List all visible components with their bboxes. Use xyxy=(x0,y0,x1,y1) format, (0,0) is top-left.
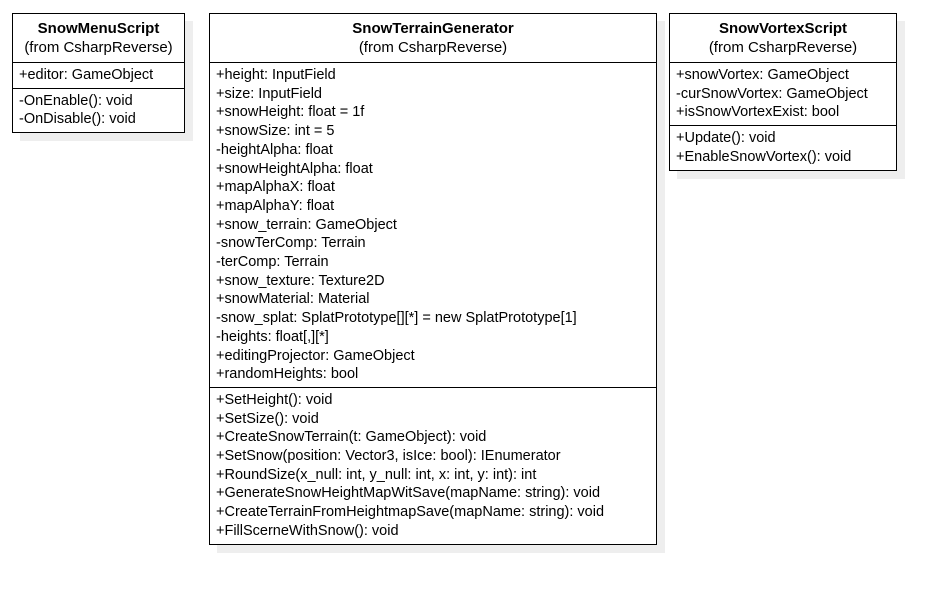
class-name: SnowTerrainGenerator xyxy=(352,20,514,37)
attribute: +snowHeightAlpha: float xyxy=(216,160,373,177)
attribute: +editingProjector: GameObject xyxy=(216,347,415,364)
attribute: +mapAlphaY: float xyxy=(216,197,335,214)
attribute: +snow_texture: Texture2D xyxy=(216,272,385,289)
operations-compartment: -OnEnable(): void -OnDisable(): void xyxy=(13,87,184,132)
attribute: +randomHeights: bool xyxy=(216,366,359,383)
class-snow-vortex-script[interactable]: SnowVortexScript (from CsharpReverse) +s… xyxy=(669,13,897,171)
attribute: +mapAlphaX: float xyxy=(216,179,335,196)
attribute: +isSnowVortexExist: bool xyxy=(676,104,840,121)
class-header: SnowVortexScript (from CsharpReverse) xyxy=(670,14,896,63)
class-name: SnowMenuScript xyxy=(37,20,160,37)
class-stereotype: (from CsharpReverse) xyxy=(358,39,508,56)
attributes-compartment: +height: InputField +size: InputField +s… xyxy=(210,63,656,387)
operation: -OnDisable(): void xyxy=(19,111,136,128)
attribute: -snow_splat: SplatPrototype[][*] = new S… xyxy=(216,310,577,327)
class-snow-terrain-generator[interactable]: SnowTerrainGenerator (from CsharpReverse… xyxy=(209,13,657,545)
operations-compartment: +Update(): void +EnableSnowVortex(): voi… xyxy=(670,125,896,169)
operation: +SetHeight(): void xyxy=(216,391,333,408)
class-name: SnowVortexScript xyxy=(718,20,848,37)
attribute: +snowVortex: GameObject xyxy=(676,67,849,83)
operation: +SetSize(): void xyxy=(216,410,319,427)
attribute: +size: InputField xyxy=(216,85,322,102)
operation: +SetSnow(position: Vector3, isIce: bool)… xyxy=(216,448,561,465)
operation: -OnEnable(): void xyxy=(19,92,133,109)
class-stereotype: (from CsharpReverse) xyxy=(708,39,858,56)
attribute: +editor: GameObject xyxy=(19,67,154,83)
operation: +RoundSize(x_null: int, y_null: int, x: … xyxy=(216,466,537,483)
attribute: -heightAlpha: float xyxy=(216,141,333,158)
operation: +FillScerneWithSnow(): void xyxy=(216,522,399,539)
operation: +CreateSnowTerrain(t: GameObject): void xyxy=(216,429,487,446)
attributes-compartment: +snowVortex: GameObject -curSnowVortex: … xyxy=(670,63,896,125)
attribute: -snowTerComp: Terrain xyxy=(216,235,366,252)
operation: +Update(): void xyxy=(676,130,776,147)
attribute: +snowMaterial: Material xyxy=(216,291,370,308)
operations-compartment: +SetHeight(): void +SetSize(): void +Cre… xyxy=(210,386,656,544)
operation: +EnableSnowVortex(): void xyxy=(676,148,852,165)
operation: +GenerateSnowHeightMapWitSave(mapName: s… xyxy=(216,485,601,502)
class-snow-menu-script[interactable]: SnowMenuScript (from CsharpReverse) +edi… xyxy=(12,13,185,134)
attributes-compartment: +editor: GameObject xyxy=(13,63,184,88)
attribute: -curSnowVortex: GameObject xyxy=(676,85,868,102)
class-header: SnowMenuScript (from CsharpReverse) xyxy=(13,14,184,63)
attribute: +height: InputField xyxy=(216,67,336,83)
attribute: -terComp: Terrain xyxy=(216,254,329,271)
attribute: +snowHeight: float = 1f xyxy=(216,104,365,121)
class-header: SnowTerrainGenerator (from CsharpReverse… xyxy=(210,14,656,63)
attribute: -heights: float[,][*] xyxy=(216,328,329,345)
attribute: +snow_terrain: GameObject xyxy=(216,216,397,233)
operation: +CreateTerrainFromHeightmapSave(mapName:… xyxy=(216,504,605,521)
attribute: +snowSize: int = 5 xyxy=(216,123,335,140)
class-stereotype: (from CsharpReverse) xyxy=(24,39,173,56)
